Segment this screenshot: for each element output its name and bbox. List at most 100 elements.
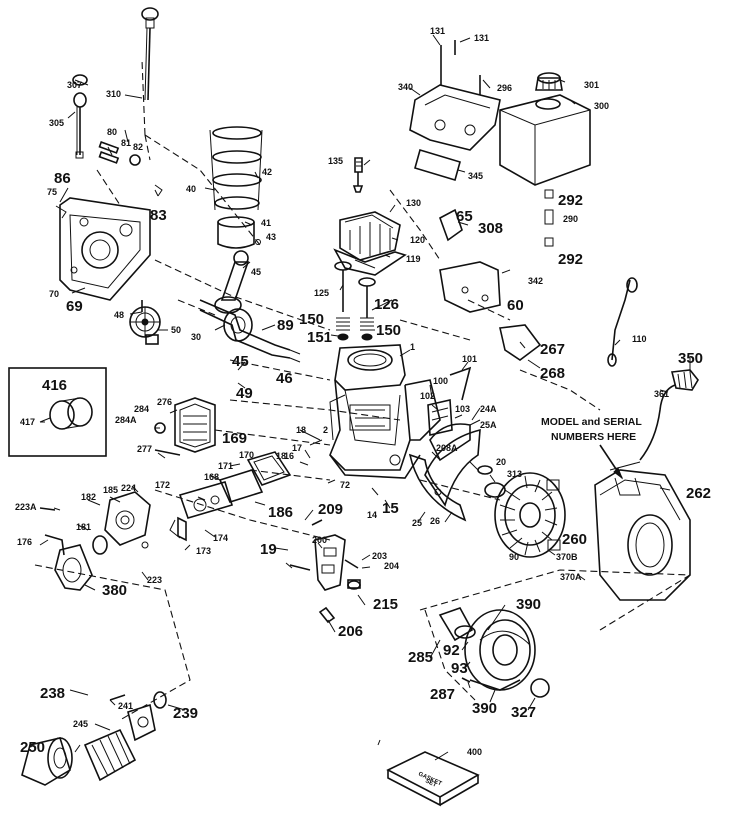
label-40: 40 [186, 184, 196, 194]
label-90: 90 [509, 552, 519, 562]
label-14: 14 [367, 510, 377, 520]
label-224: 224 [121, 483, 136, 493]
label-15: 15 [382, 500, 399, 517]
label-131a: 131 [430, 26, 445, 36]
label-125: 125 [314, 288, 329, 298]
label-120: 120 [410, 235, 425, 245]
label-307: 307 [67, 80, 82, 90]
label-174: 174 [213, 533, 228, 543]
label-18b: 18 [276, 451, 286, 461]
label-81: 81 [121, 138, 131, 148]
label-16: 16 [284, 451, 294, 461]
label-292a: 292 [558, 192, 583, 209]
cylinder-block [329, 344, 441, 479]
label-301: 301 [584, 80, 599, 90]
label-150b: 150 [376, 322, 401, 339]
label-300: 300 [594, 101, 609, 111]
label-173: 173 [196, 546, 211, 556]
label-260: 260 [562, 531, 587, 548]
model-serial-note-line1: MODEL and SERIAL [541, 416, 642, 428]
label-45a: 45 [251, 267, 261, 277]
label-25a: 25A [480, 420, 497, 430]
label-215: 215 [373, 596, 398, 613]
label-45b: 45 [232, 353, 249, 370]
label-93: 93 [451, 660, 468, 677]
label-416: 416 [42, 377, 67, 394]
air-deflector-plate [439, 208, 542, 361]
label-390b: 390 [472, 700, 497, 717]
label-72: 72 [340, 480, 350, 490]
label-86: 86 [54, 170, 71, 187]
label-19: 19 [260, 541, 277, 558]
label-223: 223 [147, 575, 162, 585]
label-390a: 390 [516, 596, 541, 613]
tank-bracket [409, 40, 501, 182]
label-176: 176 [17, 537, 32, 547]
label-185: 185 [103, 485, 118, 495]
label-89: 89 [277, 317, 294, 334]
label-20: 20 [496, 457, 506, 467]
label-208a: 208A [436, 443, 458, 453]
label-82: 82 [133, 142, 143, 152]
crankcase-cover [55, 141, 163, 301]
label-206: 206 [338, 623, 363, 640]
label-92: 92 [443, 642, 460, 659]
label-1: 1 [410, 342, 415, 352]
label-41: 41 [261, 218, 271, 228]
label-17: 17 [292, 443, 302, 453]
label-290: 290 [563, 214, 578, 224]
label-262: 262 [686, 485, 711, 502]
label-42: 42 [262, 167, 272, 177]
label-276: 276 [157, 397, 172, 407]
label-313: 313 [507, 469, 522, 479]
part-labels: 310 307 305 80 81 82 86 75 83 70 69 40 4… [15, 26, 711, 757]
air-filter [154, 397, 216, 456]
label-70: 70 [49, 289, 59, 299]
label-380: 380 [102, 582, 127, 599]
label-342: 342 [528, 276, 543, 286]
label-102: 102 [420, 391, 435, 401]
label-350: 350 [678, 350, 703, 367]
label-18a: 18 [296, 425, 306, 435]
label-131b: 131 [474, 33, 489, 43]
spark-plug [352, 157, 364, 193]
muffler [21, 691, 167, 786]
model-serial-note-line2: NUMBERS HERE [551, 431, 636, 443]
label-24a: 24A [480, 404, 497, 414]
label-151: 151 [307, 329, 332, 346]
label-287: 287 [430, 686, 455, 703]
label-370b: 370B [556, 552, 578, 562]
intake-gaskets [169, 451, 292, 542]
label-285: 285 [408, 649, 433, 666]
label-60: 60 [507, 297, 524, 314]
label-203: 203 [372, 551, 387, 561]
label-250: 250 [20, 739, 45, 756]
label-370a: 370A [560, 572, 582, 582]
label-69: 69 [66, 298, 83, 315]
label-80: 80 [107, 127, 117, 137]
label-209: 209 [318, 501, 343, 518]
label-135: 135 [328, 156, 343, 166]
label-49: 49 [236, 385, 253, 402]
ignition-module [427, 366, 472, 462]
inset-box-416 [8, 367, 107, 457]
label-126: 126 [374, 296, 399, 313]
baffle [408, 428, 481, 522]
cylinder-head [333, 211, 407, 276]
label-170: 170 [239, 450, 254, 460]
label-26: 26 [430, 516, 440, 526]
label-48: 48 [114, 310, 124, 320]
label-43: 43 [266, 232, 276, 242]
label-296: 296 [497, 83, 512, 93]
piston-assembly [209, 126, 263, 249]
label-345: 345 [468, 171, 483, 181]
label-30: 30 [191, 332, 201, 342]
label-75: 75 [47, 187, 57, 197]
gasket-set-text-2: SET [424, 778, 437, 789]
ignition-wire [607, 277, 638, 367]
fuel-tank [499, 72, 591, 247]
carburetor [39, 491, 151, 591]
dipstick-assembly [72, 7, 159, 159]
label-239: 239 [173, 705, 198, 722]
